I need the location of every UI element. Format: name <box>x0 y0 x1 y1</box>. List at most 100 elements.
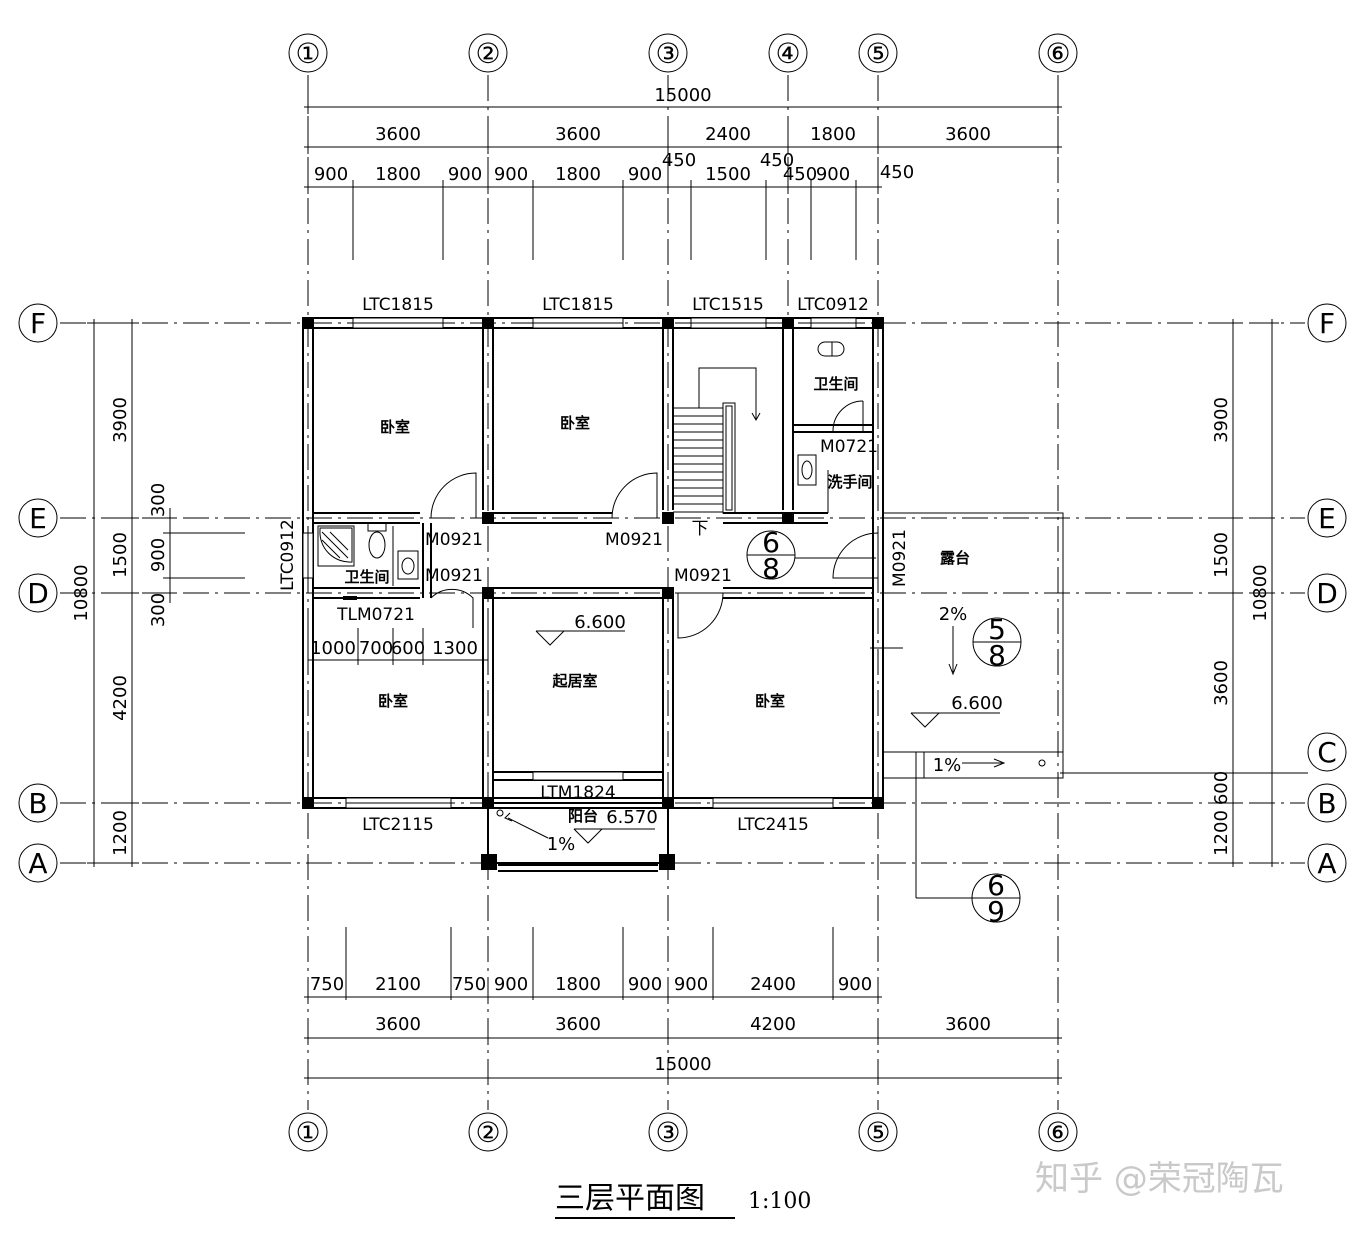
axis-label: E <box>29 502 47 535</box>
room-washroom: 洗手间 <box>827 473 872 491</box>
door-label: TLM0721 <box>336 605 415 625</box>
dim-bay: 1200 <box>110 810 131 856</box>
dim-small: 300 <box>148 593 169 627</box>
dim-detail: 1800 <box>555 974 601 995</box>
dim-bay: 600 <box>1211 771 1232 805</box>
dim-bay: 3600 <box>945 124 991 145</box>
door-label: M0721 <box>820 437 878 457</box>
slope-gutter: 1% <box>933 755 962 776</box>
room-bedroom-4: 卧室 <box>755 692 785 710</box>
window-label: LTC2415 <box>737 815 809 835</box>
axis-label: ⑥ <box>1045 37 1070 70</box>
top-dimensions: 15000 3600 3600 2400 1800 3600 900 1800 … <box>304 85 1062 260</box>
window-label: LTC1515 <box>692 295 764 315</box>
dim-detail: 450 <box>783 164 817 185</box>
columns <box>302 317 884 870</box>
axis-bubbles-bottom: ① ② ③ ⑤ ⑥ <box>288 1112 1078 1152</box>
room-labels: 卧室 卧室 卧室 卧室 卫生间 卫生间 洗手间 起居室 露台 阳台 <box>344 375 970 825</box>
slope-balcony: 1% <box>547 834 576 855</box>
dim-bay: 3600 <box>1211 660 1232 706</box>
axis-label: ⑤ <box>865 1116 890 1149</box>
axis-label: ② <box>475 1116 500 1149</box>
left-dimensions: 10800 3900 1500 4200 1200 300 900 300 <box>71 319 245 867</box>
axis-label: D <box>1316 577 1338 610</box>
axis-label: ⑥ <box>1045 1116 1070 1149</box>
ref-sheet: 9 <box>987 895 1005 928</box>
level-living: 6.600 <box>574 612 626 633</box>
ref-sheet: 8 <box>988 639 1006 672</box>
drawing-title: 三层平面图 1:100 <box>555 1181 811 1219</box>
watermark: 知乎 @荣冠陶瓦 <box>1035 1159 1284 1199</box>
dim-bay: 3600 <box>945 1014 991 1035</box>
dim-bay: 1500 <box>1211 532 1232 578</box>
axis-label: B <box>28 787 47 820</box>
ref-number: 6 <box>987 869 1005 902</box>
ref-number: 5 <box>988 613 1006 646</box>
dim-detail: 900 <box>628 164 662 185</box>
door-label: M0921 <box>890 529 910 587</box>
title-text: 三层平面图 <box>555 1181 705 1216</box>
axis-label: F <box>1319 307 1335 340</box>
axis-label: E <box>1318 502 1336 535</box>
axis-label: ① <box>295 37 320 70</box>
dim-bay: 1200 <box>1211 810 1232 856</box>
room-balcony: 阳台 <box>568 807 598 825</box>
window-label: LTC0912 <box>278 519 298 591</box>
dim-detail: 900 <box>816 164 850 185</box>
room-bathroom-2: 卫生间 <box>813 375 858 393</box>
dim-total: 15000 <box>654 1054 711 1075</box>
ref-sheet: 8 <box>762 552 780 585</box>
dim-bay: 2400 <box>705 124 751 145</box>
slope-terrace: 2% <box>939 604 968 625</box>
room-bedroom-2: 卧室 <box>560 414 590 432</box>
dim-bay: 3900 <box>110 397 131 443</box>
axis-label: ① <box>295 1116 320 1149</box>
door-label: M0921 <box>425 566 483 586</box>
dim-wc: 1300 <box>432 638 478 659</box>
dim-bay: 3600 <box>375 1014 421 1035</box>
dim-detail: 900 <box>674 974 708 995</box>
window-label: LTC2115 <box>362 815 434 835</box>
axis-bubbles-right: F E D C B A <box>1060 303 1347 883</box>
axis-label: ③ <box>655 37 680 70</box>
dim-detail: 2400 <box>750 974 796 995</box>
dim-detail: 900 <box>494 164 528 185</box>
axis-bubbles-top: ① ② ③ ④ ⑤ ⑥ <box>288 33 1078 73</box>
dim-detail: 900 <box>314 164 348 185</box>
staircase: 下 <box>673 367 761 539</box>
stair-down-label: 下 <box>692 519 709 539</box>
axis-label: ③ <box>655 1116 680 1149</box>
dim-bay: 3600 <box>555 1014 601 1035</box>
level-balcony: 6.570 <box>606 807 658 828</box>
dim-bay: 4200 <box>750 1014 796 1035</box>
axis-label: A <box>28 847 47 880</box>
axis-label: F <box>30 307 46 340</box>
dim-detail: 450 <box>662 150 696 171</box>
dim-bay: 1800 <box>810 124 856 145</box>
scale-text: 1:100 <box>748 1189 811 1214</box>
dim-detail: 750 <box>310 974 344 995</box>
dim-detail: 450 <box>880 162 914 183</box>
window-label: LTC0912 <box>797 295 869 315</box>
axis-label: C <box>1317 736 1337 769</box>
dim-detail: 1800 <box>375 164 421 185</box>
door-label: M0921 <box>674 566 732 586</box>
dim-small: 300 <box>148 483 169 517</box>
window-label: LTC1815 <box>542 295 614 315</box>
window-label: LTM1824 <box>540 783 615 803</box>
bottom-dimensions: 750 2100 750 900 1800 900 900 2400 900 3… <box>304 927 1062 1085</box>
dim-wc: 1000 <box>310 638 356 659</box>
detail-references: 6 8 5 8 6 9 <box>746 526 1022 928</box>
windows: LTC1815 LTC1815 LTC1515 LTC0912 LTC2115 … <box>278 295 869 835</box>
levels-slopes: 6.600 6.600 6.570 2% 1% 1% <box>496 604 1046 855</box>
axis-label: ⑤ <box>865 37 890 70</box>
door-label: M0921 <box>425 530 483 550</box>
axis-label: B <box>1317 787 1336 820</box>
room-terrace: 露台 <box>940 549 970 567</box>
dim-bay: 3600 <box>555 124 601 145</box>
dim-small: 900 <box>148 538 169 572</box>
dim-detail: 2100 <box>375 974 421 995</box>
fixtures <box>317 341 845 586</box>
wc-dimensions: 1000 700 600 1300 <box>307 628 489 665</box>
